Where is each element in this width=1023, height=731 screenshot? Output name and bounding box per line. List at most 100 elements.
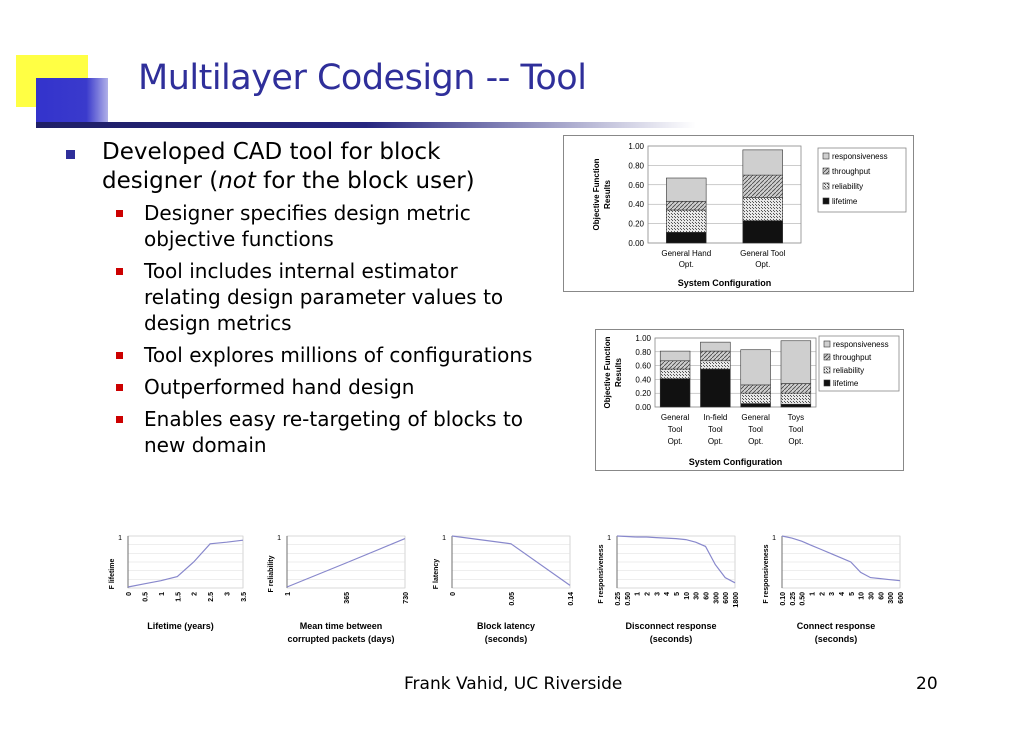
x-tick-label: 4 (839, 592, 846, 596)
y-tick-label: 1.00 (635, 334, 651, 343)
title-underline (36, 122, 696, 128)
x-category-label: General (741, 413, 770, 422)
x-tick-label: 0.50 (625, 592, 632, 606)
x-tick-label: 3 (654, 592, 661, 596)
y-max-tick: 1 (607, 535, 611, 542)
legend-swatch-reliability (823, 366, 831, 374)
legend-swatch-responsiveness (822, 152, 830, 160)
bullet-sub: Enables easy re-targeting of blocks to n… (66, 406, 536, 458)
line-plot-x-label: (seconds) (485, 634, 528, 644)
line-plot-x-label: Disconnect response (625, 621, 716, 631)
bar-segment-responsiveness (666, 177, 707, 202)
sub-bullet-text: Tool explores millions of configurations (144, 343, 533, 367)
x-category-label: Tool (789, 425, 804, 434)
page-number: 20 (916, 674, 938, 694)
x-category-label: In-field (703, 413, 727, 422)
sub-bullet-square-icon (116, 268, 123, 275)
x-category-label: Toys (788, 413, 804, 422)
bar-segment-reliability (659, 368, 691, 380)
x-tick-label: 60 (704, 592, 711, 600)
y-tick-label: 0.60 (628, 181, 644, 190)
y-tick-label: 0.20 (628, 220, 644, 229)
legend-swatch-lifetime (823, 379, 831, 387)
y-tick-label: 0.00 (635, 403, 651, 412)
line-plot-x-label: (seconds) (815, 634, 858, 644)
x-tick-label: 1800 (733, 592, 740, 608)
x-tick-label: 1 (285, 592, 292, 596)
line-plot-x-label: Connect response (797, 621, 876, 631)
y-tick-label: 0.20 (635, 389, 651, 398)
bar-segment-responsiveness (740, 349, 771, 386)
sub-bullet-text: Designer specifies design metric objecti… (144, 201, 471, 251)
x-category-label: Tool (708, 425, 723, 434)
legend-label-lifetime: lifetime (832, 197, 858, 206)
line-plot-y-label: F reliability (268, 555, 275, 592)
line-plot-x-label: Lifetime (years) (147, 621, 214, 631)
line-plot-x-label: Mean time between (300, 621, 383, 631)
bar-segment-throughput (780, 383, 812, 394)
line-series (127, 539, 244, 588)
bar-segment-throughput (700, 350, 731, 362)
bar-segment-reliability (666, 209, 707, 233)
x-tick-label: 0 (450, 592, 457, 596)
decorative-blue-square (36, 78, 108, 124)
x-tick-label: 10 (684, 592, 691, 600)
x-tick-label: 365 (344, 592, 351, 604)
y-tick-label: 0.80 (635, 348, 651, 357)
legend-label-lifetime: lifetime (833, 379, 859, 388)
x-tick-label: 300 (713, 592, 720, 604)
x-tick-label: 5 (849, 592, 856, 596)
legend-label-throughput: throughput (833, 353, 872, 362)
y-tick-label: 0.60 (635, 362, 651, 371)
footer-author: Frank Vahid, UC Riverside (404, 674, 623, 694)
bar-segment-lifetime (740, 403, 771, 408)
x-tick-label: 1.5 (175, 592, 182, 602)
y-axis-title-line1: Objective Function (592, 158, 601, 230)
bullet-sub: Designer specifies design metric objecti… (66, 200, 536, 252)
bar-segment-responsiveness (659, 350, 691, 362)
x-tick-label: 3.5 (241, 592, 248, 602)
bar-segment-throughput (659, 360, 691, 370)
sub-bullet-square-icon (116, 352, 123, 359)
line-plot-x-label: Block latency (477, 621, 535, 631)
bullet-main-text-pre: Developed CAD tool for block designer ( (102, 139, 441, 194)
x-tick-label: 30 (869, 592, 876, 600)
x-category-label: General (661, 413, 690, 422)
x-tick-label: 60 (878, 592, 885, 600)
x-tick-label: 0.50 (800, 592, 807, 606)
x-category-label: Opt. (668, 437, 683, 446)
y-axis-title-line2: Results (614, 358, 623, 387)
bar-segment-lifetime (666, 232, 707, 244)
bullet-square-icon (66, 150, 75, 159)
legend-label-responsiveness: responsiveness (832, 152, 888, 161)
x-tick-label: 5 (674, 592, 681, 596)
legend-label-reliability: reliability (833, 366, 864, 375)
x-tick-label: 1 (635, 592, 642, 596)
bullet-main-text-post: for the block user) (255, 168, 475, 194)
line-plot-x-label: (seconds) (650, 634, 693, 644)
y-tick-label: 0.40 (628, 200, 644, 209)
bar-segment-throughput (740, 384, 771, 394)
bullet-main-text-em: not (218, 168, 256, 194)
x-tick-label: 1 (159, 592, 166, 596)
bullet-list: Developed CAD tool for block designer (n… (66, 138, 536, 464)
x-category-label: General Hand (661, 249, 711, 258)
x-category-label: Opt. (679, 260, 694, 269)
bar-segment-responsiveness (780, 340, 812, 384)
line-series (286, 538, 406, 588)
line-series (781, 535, 901, 582)
x-tick-label: 2 (645, 592, 652, 596)
x-tick-label: 0.05 (509, 592, 516, 606)
x-tick-label: 0 (126, 592, 133, 596)
sub-bullet-text: Tool includes internal estimator relatin… (144, 259, 504, 335)
bar-segment-reliability (700, 360, 731, 370)
line-plot-y-label: F latency (433, 559, 440, 589)
bar-segment-responsiveness (700, 341, 731, 352)
line-plot-y-label: F responsiveness (598, 544, 605, 603)
legend-label-responsiveness: responsiveness (833, 340, 889, 349)
bar-segment-lifetime (700, 368, 731, 408)
x-category-label: Tool (748, 425, 763, 434)
